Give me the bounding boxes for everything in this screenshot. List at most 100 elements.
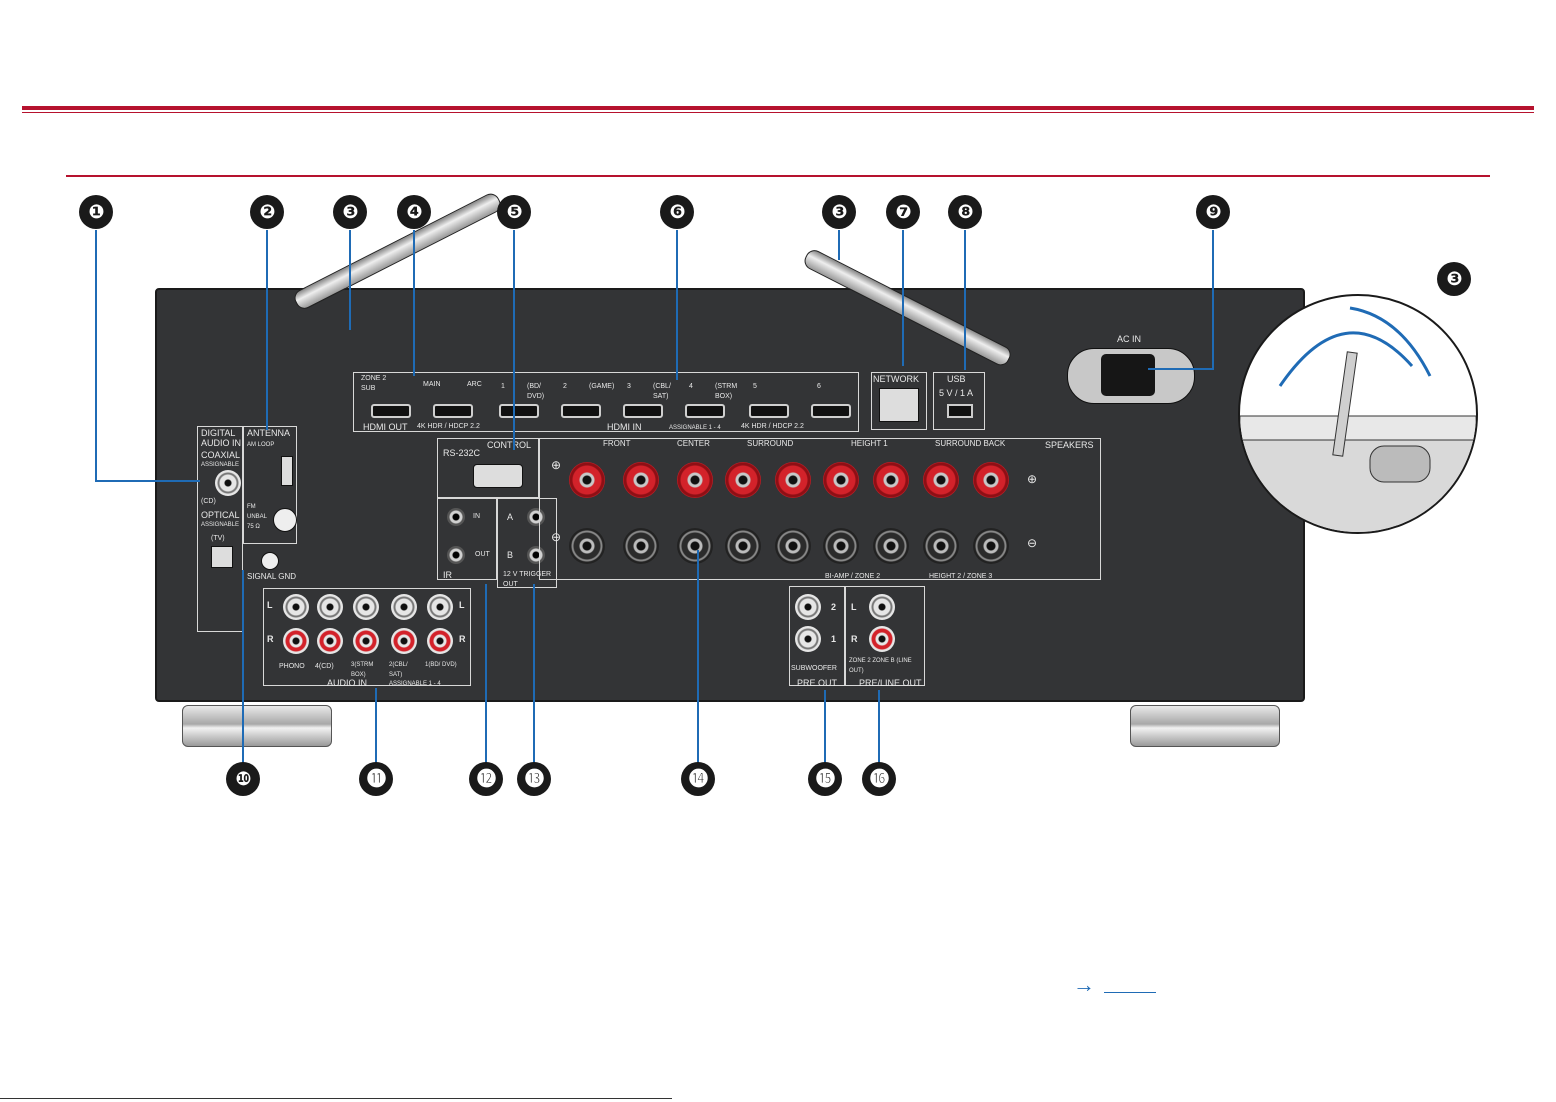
sub-2-label: 2 (831, 602, 837, 612)
header-rule-thin (22, 112, 1534, 113)
antenna-rotation-inset (1238, 294, 1478, 534)
reference-link-underline[interactable] (1104, 992, 1156, 993)
leader-15 (824, 690, 826, 764)
audio-in-l-label: L (267, 600, 273, 610)
audio-in-box (263, 588, 471, 686)
audio-cbl-r-jack (391, 628, 417, 654)
callout-11: ⓫ (359, 762, 393, 796)
hdmi-in-5-num: 5 (753, 383, 757, 390)
hdmi-out-label: HDMI OUT (363, 422, 408, 432)
hdmi-in-3-port (623, 404, 663, 418)
audio-cd-r-jack (317, 628, 343, 654)
hdmi-in-1-num: 1 (501, 383, 505, 390)
leader-4 (413, 230, 415, 376)
hdmi-in-1-port (499, 404, 539, 418)
height1-r-minus-terminal (823, 528, 859, 564)
coaxial-label: COAXIAL (201, 450, 241, 460)
zone2-line-label: ZONE 2 ZONE B (LINE OUT) (849, 658, 912, 674)
leader-10 (242, 570, 244, 764)
reference-link-arrow[interactable]: → (1073, 972, 1095, 997)
ir-label: IR (443, 570, 452, 580)
trigger-box (497, 498, 557, 588)
hdmi-in-assignable-label: ASSIGNABLE 1 - 4 (669, 425, 721, 431)
hdmi-in-4-label: (STRM BOX) (715, 383, 738, 400)
hdmi-in-2-label: (GAME) (589, 383, 615, 390)
ac-inlet-socket (1101, 354, 1155, 396)
digital-audio-in-label: DIGITAL AUDIO IN (201, 428, 242, 448)
audio-bd-l-jack (427, 594, 453, 620)
subwoofer-box (789, 586, 845, 686)
hdmi-in-1-label: (BD/ DVD) (527, 383, 545, 400)
hdmi-out-main-port (433, 404, 473, 418)
leader-1-h (95, 480, 200, 482)
hdmi-in-5-port (749, 404, 789, 418)
ir-box (437, 498, 497, 580)
leader-2 (266, 230, 268, 430)
control-label: CONTROL (487, 440, 532, 450)
callout-16: ⓰ (862, 762, 896, 796)
sub-1-label: 1 (831, 634, 837, 644)
fm-jack (273, 508, 297, 532)
control-box (437, 438, 539, 498)
height1-r-plus-terminal (823, 462, 859, 498)
audio-in-label: AUDIO IN (327, 678, 368, 688)
front-r-plus-terminal (569, 462, 605, 498)
callout-10: ❿ (226, 762, 260, 796)
subwoofer-1-jack (795, 626, 821, 652)
surround-back-label: SURROUND BACK (935, 439, 1006, 448)
hdmi-in-6-num: 6 (817, 383, 821, 390)
left-foot (182, 705, 332, 747)
leader-8 (964, 230, 966, 370)
zone2-l-label: L (851, 602, 857, 612)
surround-r-plus-terminal (725, 462, 761, 498)
audio-cd-l-jack (317, 594, 343, 620)
hdmi-out-hdr-label: 4K HDR / HDCP 2.2 (417, 423, 480, 430)
audio-in-l-right-label: L (459, 600, 465, 610)
speakers-label: SPEAKERS (1045, 440, 1094, 450)
optical-assignable-label: ASSIGNABLE (201, 522, 240, 528)
speakers-box (539, 438, 1101, 580)
inset-drawing (1240, 306, 1476, 532)
zone2-r-jack (869, 626, 895, 652)
ir-in-label: IN (473, 513, 480, 520)
trigger-b-label: B (507, 550, 514, 560)
signal-gnd-screw (261, 552, 279, 570)
trigger-b-jack (527, 546, 545, 564)
leader-7 (902, 230, 904, 366)
height1-l-minus-terminal (873, 528, 909, 564)
leader-14 (697, 550, 699, 764)
ir-in-jack (447, 508, 465, 526)
front-label: FRONT (603, 439, 631, 448)
pre-line-out-label: PRE/LINE OUT (859, 678, 922, 688)
usb-port (947, 404, 973, 418)
leader-6 (676, 230, 678, 380)
leader-16 (878, 690, 880, 764)
audio-cbl-label: 2(CBL/ SAT) (389, 662, 408, 678)
audio-in-assignable-label: ASSIGNABLE 1 - 4 (389, 681, 441, 687)
audio-strm-l-jack (353, 594, 379, 620)
center-minus-terminal (677, 528, 713, 564)
inset-antenna (1332, 351, 1358, 457)
inset-ac-inlet (1369, 445, 1431, 483)
audio-strm-r-jack (353, 628, 379, 654)
callout-9: ❾ (1196, 195, 1230, 229)
usb-rating-label: 5 V / 1 A (939, 388, 974, 398)
height1-l-plus-terminal (873, 462, 909, 498)
surround-l-minus-terminal (775, 528, 811, 564)
hdmi-in-3-num: 3 (627, 383, 631, 390)
plus-right-label: ⊕ (1027, 472, 1038, 486)
surround-back-l-minus-terminal (973, 528, 1009, 564)
main-label: MAIN (423, 381, 441, 388)
audio-bd-r-jack (427, 628, 453, 654)
callout-8: ❽ (948, 195, 982, 229)
leader-3b (838, 230, 840, 260)
callout-3a: ❸ (333, 195, 367, 229)
usb-box (933, 372, 985, 430)
ac-in-label: AC IN (1117, 334, 1142, 344)
callout-2: ❷ (250, 195, 284, 229)
minus-left-label: ⊖ (551, 530, 562, 544)
leader-9 (1212, 230, 1214, 370)
callout-3c: ❸ (1437, 262, 1471, 296)
leader-13 (533, 584, 535, 764)
hdmi-in-4-num: 4 (689, 383, 693, 390)
